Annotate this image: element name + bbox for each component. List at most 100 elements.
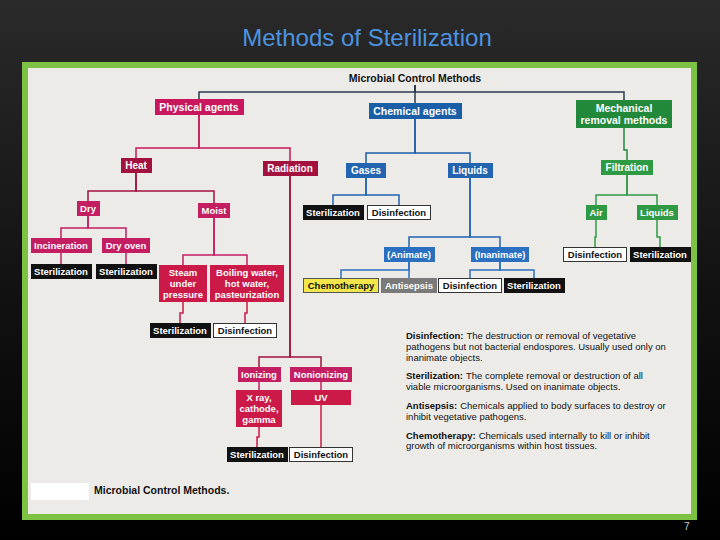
box-label: Radiation [267, 163, 313, 174]
tree-connector [366, 178, 399, 205]
tree-connector [257, 427, 259, 447]
method-box: Boiling water, hot water, pasteurization [210, 265, 284, 302]
box-label: Chemical agents [373, 105, 456, 117]
box-label: Disinfection [443, 280, 497, 291]
method-box: Physical agents [155, 99, 244, 115]
tree-connector [60, 253, 62, 264]
method-box: Ionizing [238, 367, 281, 382]
box-label: Incineration [34, 240, 88, 251]
tree-connector [136, 115, 199, 158]
method-box: Sterilization [31, 264, 92, 279]
method-box: Disinfection [213, 323, 277, 338]
slide-title: Methods of Sterilization [67, 24, 667, 52]
box-label: Boiling water, hot water, pasteurization [213, 267, 281, 300]
box-label: UV [314, 392, 327, 403]
tree-connector [415, 85, 624, 100]
box-label: Disinfection [218, 325, 272, 336]
box-label: Mechanical removal methods [580, 102, 668, 126]
tree-connector [408, 262, 410, 278]
box-label: Air [589, 207, 602, 218]
box-label: Disinfection [294, 449, 348, 460]
definition: Chemotherapy:Chemicals used internally t… [406, 431, 668, 453]
method-box: Sterilization [96, 264, 157, 279]
method-box: Dry oven [102, 238, 150, 253]
tree-connector [320, 382, 322, 390]
method-box: Sterilization [630, 247, 691, 262]
method-box: Radiation [263, 161, 318, 176]
method-box: Disinfection [289, 447, 353, 462]
box-label: (Animate) [387, 249, 431, 260]
definitions: Disinfection:The destruction or removal … [406, 331, 668, 460]
box-label: Ionizing [241, 369, 277, 380]
box-label: Antisepsis [385, 280, 433, 291]
box-label: X ray, cathode, gamma [239, 392, 279, 425]
method-box: Dry [77, 201, 100, 216]
method-box: Gases [346, 163, 386, 178]
box-label: Moist [202, 205, 227, 216]
tree-connector [341, 262, 409, 278]
method-box: (Animate) [384, 247, 435, 262]
tree-connector [258, 382, 260, 390]
method-box: Disinfection [438, 278, 502, 293]
box-label: Sterilization [633, 249, 687, 260]
method-box: Incineration [31, 238, 92, 253]
tree-connector [500, 262, 534, 278]
tree-connector [470, 262, 500, 278]
tree-connector [88, 216, 126, 238]
definition: Antisepsis:Chemicals applied to body sur… [406, 401, 668, 423]
title-text: Methods of Sterilization [242, 24, 491, 51]
tree-heading: Microbial Control Methods [344, 72, 486, 85]
box-label: Nonionizing [294, 369, 348, 380]
tree-connector [180, 302, 183, 323]
tree-connector [320, 405, 322, 447]
tree-connector [627, 175, 657, 205]
box-label: (Inanimate) [475, 249, 526, 260]
tree-connector [199, 85, 415, 99]
method-box: Liquids [448, 163, 493, 178]
tree-connector [61, 216, 88, 238]
method-box: (Inanimate) [471, 247, 529, 262]
method-box: Disinfection [367, 205, 431, 220]
figure-frame [25, 65, 694, 517]
tree-connector [199, 115, 290, 161]
method-box: Steam under pressure [159, 265, 207, 302]
method-box: Air [586, 205, 607, 220]
box-label: Gases [351, 165, 381, 176]
method-box: Liquids [637, 205, 678, 220]
box-label: Dry [80, 203, 96, 214]
box-label: Filtration [606, 162, 649, 173]
method-box: Chemical agents [369, 103, 462, 119]
method-box: Chemotherapy [303, 278, 379, 293]
box-label: Sterilization [306, 207, 360, 218]
box-label: Sterilization [153, 325, 207, 336]
page-number: 7 [684, 521, 690, 532]
method-box: Nonionizing [290, 367, 352, 382]
figure-caption: Microbial Control Methods. [94, 484, 229, 497]
box-label: Disinfection [372, 207, 426, 218]
box-label: Steam under pressure [162, 267, 204, 300]
method-box: Sterilization [303, 205, 364, 220]
tree-connector [245, 302, 247, 323]
method-box: Moist [198, 203, 230, 218]
box-label: Liquids [640, 207, 674, 218]
tree-connector [470, 178, 500, 247]
box-label: Heat [125, 160, 147, 171]
tree-connector [366, 119, 415, 163]
tree-connector [88, 173, 136, 201]
definition-term: Antisepsis: [406, 400, 457, 411]
box-label: Chemotherapy [308, 280, 375, 291]
definition: Disinfection:The destruction or removal … [406, 331, 668, 363]
tree-connector [183, 218, 214, 265]
method-box: Sterilization [227, 447, 288, 462]
definition-term: Sterilization: [406, 370, 463, 381]
tree-connector [125, 253, 127, 264]
method-box: UV [291, 390, 351, 405]
box-label: Sterilization [507, 280, 561, 291]
box-label: Sterilization [99, 266, 153, 277]
method-box: Mechanical removal methods [576, 100, 672, 128]
box-label: Sterilization [230, 449, 284, 460]
method-box: Sterilization [150, 323, 211, 338]
definition-term: Disinfection: [406, 330, 464, 341]
tree-connector [333, 178, 366, 205]
